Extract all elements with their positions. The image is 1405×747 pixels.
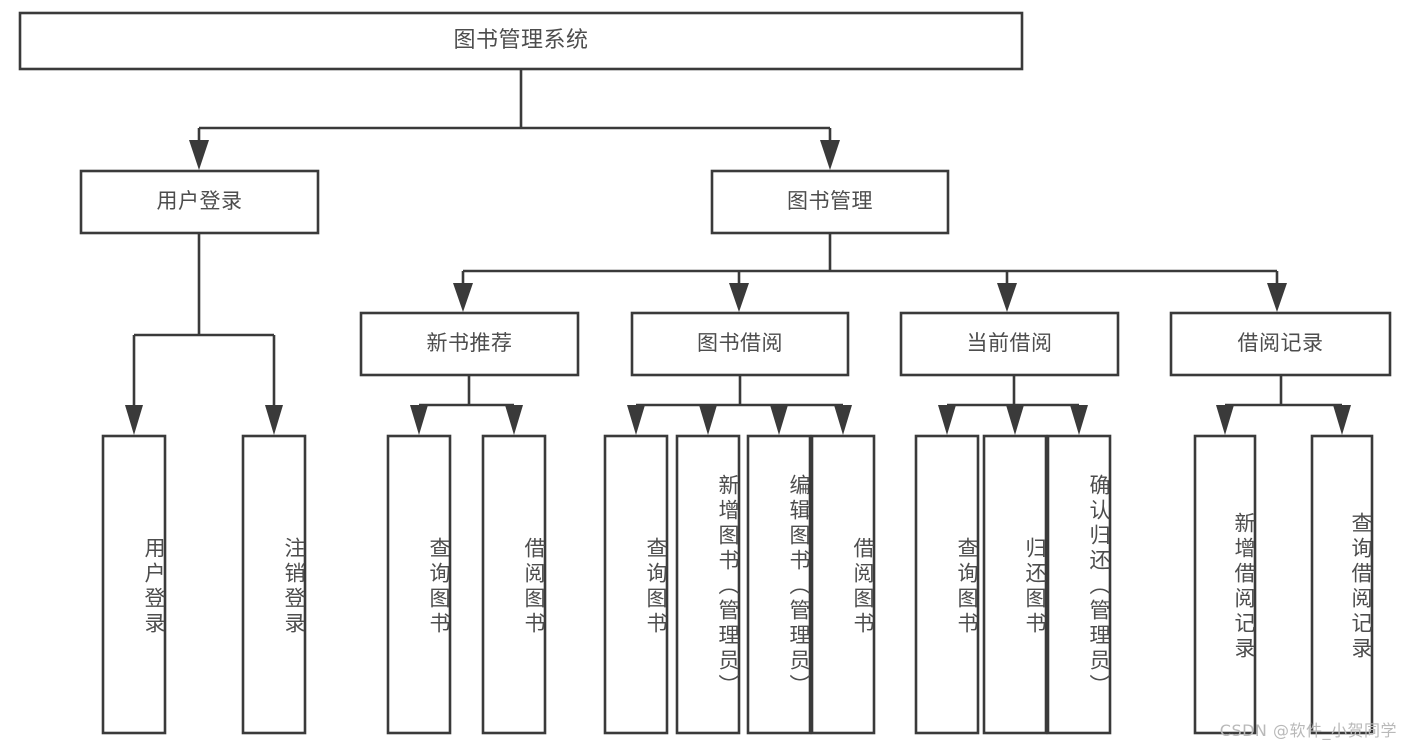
arrow-head-leaf-query-book-borrow [627, 405, 645, 435]
arrow-head-new-book-recommend [453, 283, 473, 312]
node-box-leaf-edit-book[interactable] [746, 434, 812, 735]
node-box-leaf-query-book-new[interactable] [386, 434, 452, 735]
node-box-book-borrow[interactable] [630, 311, 850, 377]
arrow-head-book-borrow [729, 283, 749, 312]
arrow-head-borrow-record [1267, 283, 1287, 312]
node-box-leaf-borrow-book[interactable] [810, 434, 876, 735]
connector-group-book-manage [453, 233, 1287, 312]
node-box-leaf-add-record[interactable] [1193, 434, 1257, 735]
arrow-head-user-login [189, 140, 209, 170]
arrow-head-leaf-add-book [699, 405, 717, 435]
node-box-current-borrow[interactable] [899, 311, 1120, 377]
arrow-head-leaf-add-record [1216, 405, 1234, 435]
node-box-borrow-record[interactable] [1169, 311, 1392, 377]
arrow-head-leaf-borrow-book-new [505, 405, 523, 435]
arrow-head-current-borrow [997, 283, 1017, 312]
arrow-head-book-manage [820, 140, 840, 170]
node-box-leaf-add-book[interactable] [675, 434, 741, 735]
arrow-head-leaf-edit-book [770, 405, 788, 435]
arrow-head-leaf-return-book [1006, 405, 1024, 435]
node-box-leaf-borrow-book-new[interactable] [481, 434, 547, 735]
watermark-text: CSDN @软件_小贺同学 [1219, 721, 1397, 740]
node-box-leaf-user-login[interactable] [101, 434, 167, 735]
arrow-head-leaf-query-book-current [938, 405, 956, 435]
node-box-leaf-query-record[interactable] [1310, 434, 1374, 735]
connector-group-book-borrow [627, 375, 852, 435]
node-box-book-manage[interactable] [710, 169, 950, 235]
node-box-root[interactable] [18, 11, 1024, 71]
node-box-leaf-query-book-current[interactable] [914, 434, 980, 735]
node-box-leaf-return-book[interactable] [982, 434, 1048, 735]
arrow-head-leaf-user-login [125, 405, 143, 435]
node-box-leaf-user-logout[interactable] [241, 434, 307, 735]
arrow-head-leaf-borrow-book [834, 405, 852, 435]
connector-group-new-book-recommend [410, 375, 523, 435]
arrow-head-leaf-user-logout [265, 405, 283, 435]
arrow-head-leaf-confirm-return [1070, 405, 1088, 435]
node-box-leaf-query-book-borrow[interactable] [603, 434, 669, 735]
arrow-head-leaf-query-book-new [410, 405, 428, 435]
node-box-new-book-recommend[interactable] [359, 311, 580, 377]
connector-group-current-borrow [938, 375, 1088, 435]
connector-group-root [189, 69, 840, 170]
node-box-leaf-confirm-return[interactable] [1046, 434, 1112, 735]
connector-group-borrow-record [1216, 375, 1351, 435]
node-box-user-login[interactable] [79, 169, 320, 235]
connector-group-user-login [125, 233, 283, 435]
arrow-head-leaf-query-record [1333, 405, 1351, 435]
